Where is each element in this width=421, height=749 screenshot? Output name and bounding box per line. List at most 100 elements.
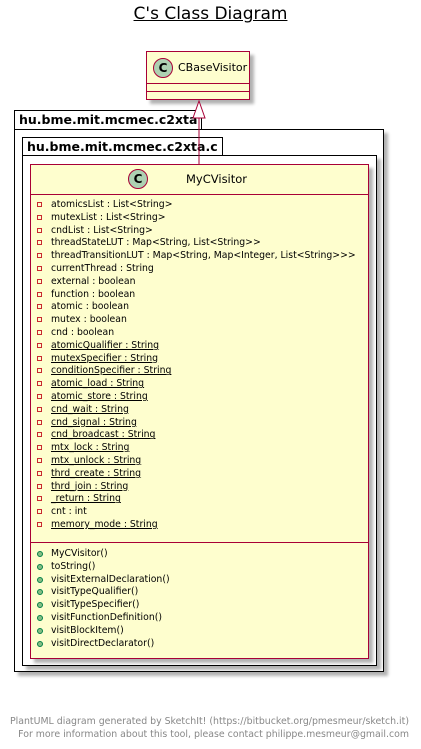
private-visibility-icon <box>37 419 42 425</box>
private-visibility-icon <box>37 240 42 246</box>
attribute-list: atomicsList : List<String>mutexList : Li… <box>37 199 356 532</box>
inner-package-label: hu.bme.mit.mcmec.c2xta.c <box>27 139 218 154</box>
operations-divider <box>31 542 368 543</box>
attribute-row: threadTransitionLUT : Map<String, Map<In… <box>37 250 356 263</box>
attribute-text: cnd_wait : String <box>51 403 129 415</box>
operation-row: MyCVisitor() <box>37 548 170 561</box>
attribute-text: conditionSpecifier : String <box>51 365 172 377</box>
attribute-text: threadStateLUT : Map<String, List<String… <box>51 237 261 249</box>
operation-row: visitDirectDeclarator() <box>37 638 170 651</box>
attribute-text: mtx_lock : String <box>51 442 130 454</box>
inner-package-tab: hu.bme.mit.mcmec.c2xta.c <box>22 137 223 157</box>
attribute-text: cnd_signal : String <box>51 416 137 428</box>
public-visibility-icon <box>37 576 43 583</box>
attribute-text: atomic_load : String <box>51 378 145 390</box>
operation-text: visitBlockItem() <box>51 624 124 636</box>
attribute-row: mutex : boolean <box>37 314 356 327</box>
outer-package-label: hu.bme.mit.mcmec.c2xta <box>19 112 198 127</box>
private-visibility-icon <box>37 253 42 259</box>
private-visibility-icon <box>37 509 42 515</box>
private-visibility-icon <box>37 304 42 310</box>
base-class-divider <box>147 83 249 84</box>
attribute-text: mtx_unlock : String <box>51 454 142 466</box>
private-visibility-icon <box>37 342 42 348</box>
base-class-name: CBaseVisitor <box>178 61 248 74</box>
attribute-row: conditionSpecifier : String <box>37 365 356 378</box>
attribute-row: mtx_lock : String <box>37 442 356 455</box>
attribute-text: cnt : int <box>51 506 87 518</box>
private-visibility-icon <box>37 214 42 220</box>
private-visibility-icon <box>37 368 42 374</box>
attribute-row: cnd_wait : String <box>37 404 356 417</box>
operation-list: MyCVisitor() toString()visitExternalDecla… <box>37 548 170 650</box>
public-visibility-icon <box>37 602 43 609</box>
private-visibility-icon <box>37 496 42 502</box>
private-visibility-icon <box>37 278 42 284</box>
public-visibility-icon <box>37 551 43 557</box>
base-class-box[interactable]: C CBaseVisitor <box>146 51 250 100</box>
operation-row: toString() <box>37 561 170 574</box>
diagram-title: C's Class Diagram <box>133 4 288 24</box>
public-visibility-icon <box>37 627 43 634</box>
attribute-text: mutexSpecifier : String <box>51 352 159 364</box>
attributes-divider <box>31 194 368 195</box>
attribute-text: currentThread : String <box>51 262 154 274</box>
attribute-text: mutexList : List<String> <box>51 211 166 223</box>
public-visibility-icon <box>37 589 43 596</box>
operation-text: visitDirectDeclarator() <box>51 637 155 649</box>
main-class-box[interactable]: C MyCVisitor atomicsList : List<String>m… <box>30 164 369 659</box>
attribute-row: mutexSpecifier : String <box>37 353 356 366</box>
attribute-row: mtx_unlock : String <box>37 455 356 468</box>
attribute-row: atomic : boolean <box>37 301 356 314</box>
outer-package-tab: hu.bme.mit.mcmec.c2xta <box>14 110 203 130</box>
attribute-row: atomicQualifier : String <box>37 340 356 353</box>
attribute-text: external : boolean <box>51 275 136 287</box>
attribute-row: atomicsList : List<String> <box>37 199 356 212</box>
attribute-text: threadTransitionLUT : Map<String, Map<In… <box>51 250 356 262</box>
attribute-row: memory_mode : String <box>37 519 356 532</box>
private-visibility-icon <box>37 445 42 451</box>
main-class-name: MyCVisitor <box>186 172 248 186</box>
attribute-row: threadStateLUT : Map<String, List<String… <box>37 237 356 250</box>
private-visibility-icon <box>37 406 42 412</box>
attribute-row: atomic_load : String <box>37 378 356 391</box>
private-visibility-icon <box>37 355 42 361</box>
private-visibility-icon <box>37 202 42 207</box>
footer-line-2: For more information about this tool, pl… <box>18 729 409 740</box>
private-visibility-icon <box>37 227 42 233</box>
operation-row: visitExternalDeclaration() <box>37 574 170 587</box>
attribute-row: mutexList : List<String> <box>37 212 356 225</box>
private-visibility-icon <box>37 457 42 463</box>
operation-text: visitExternalDeclaration() <box>51 573 170 585</box>
attribute-text: cnd : boolean <box>51 326 115 338</box>
attribute-row: thrd_join : String <box>37 481 356 494</box>
attribute-text: _return : String <box>51 493 121 505</box>
attribute-row: external : boolean <box>37 276 356 289</box>
private-visibility-icon <box>37 521 42 527</box>
attribute-row: thrd_create : String <box>37 468 356 481</box>
attribute-row: cnd : boolean <box>37 327 356 340</box>
operation-text: visitFunctionDefinition() <box>51 611 162 623</box>
class-badge-icon: C <box>128 169 148 189</box>
operation-row: visitTypeSpecifier() <box>37 599 170 612</box>
private-visibility-icon <box>37 470 42 476</box>
private-visibility-icon <box>37 432 42 438</box>
attribute-text: thrd_create : String <box>51 467 142 479</box>
operation-row: visitBlockItem() <box>37 625 170 638</box>
attribute-text: atomicsList : List<String> <box>51 199 173 210</box>
attribute-text: atomicQualifier : String <box>51 339 160 351</box>
public-visibility-icon <box>37 614 43 621</box>
operation-row: visitTypeQualifier() <box>37 586 170 599</box>
attribute-text: atomic : boolean <box>51 301 129 313</box>
attribute-text: atomic_store : String <box>51 390 148 402</box>
attribute-row: currentThread : String <box>37 263 356 276</box>
class-badge-icon: C <box>153 58 173 78</box>
attribute-row: cnd_signal : String <box>37 417 356 430</box>
attribute-row: function : boolean <box>37 289 356 302</box>
public-visibility-icon <box>37 563 43 570</box>
private-visibility-icon <box>37 483 42 489</box>
attribute-text: mutex : boolean <box>51 314 127 326</box>
private-visibility-icon <box>37 381 42 387</box>
public-visibility-icon <box>37 640 43 647</box>
operation-text: MyCVisitor() <box>51 548 108 559</box>
